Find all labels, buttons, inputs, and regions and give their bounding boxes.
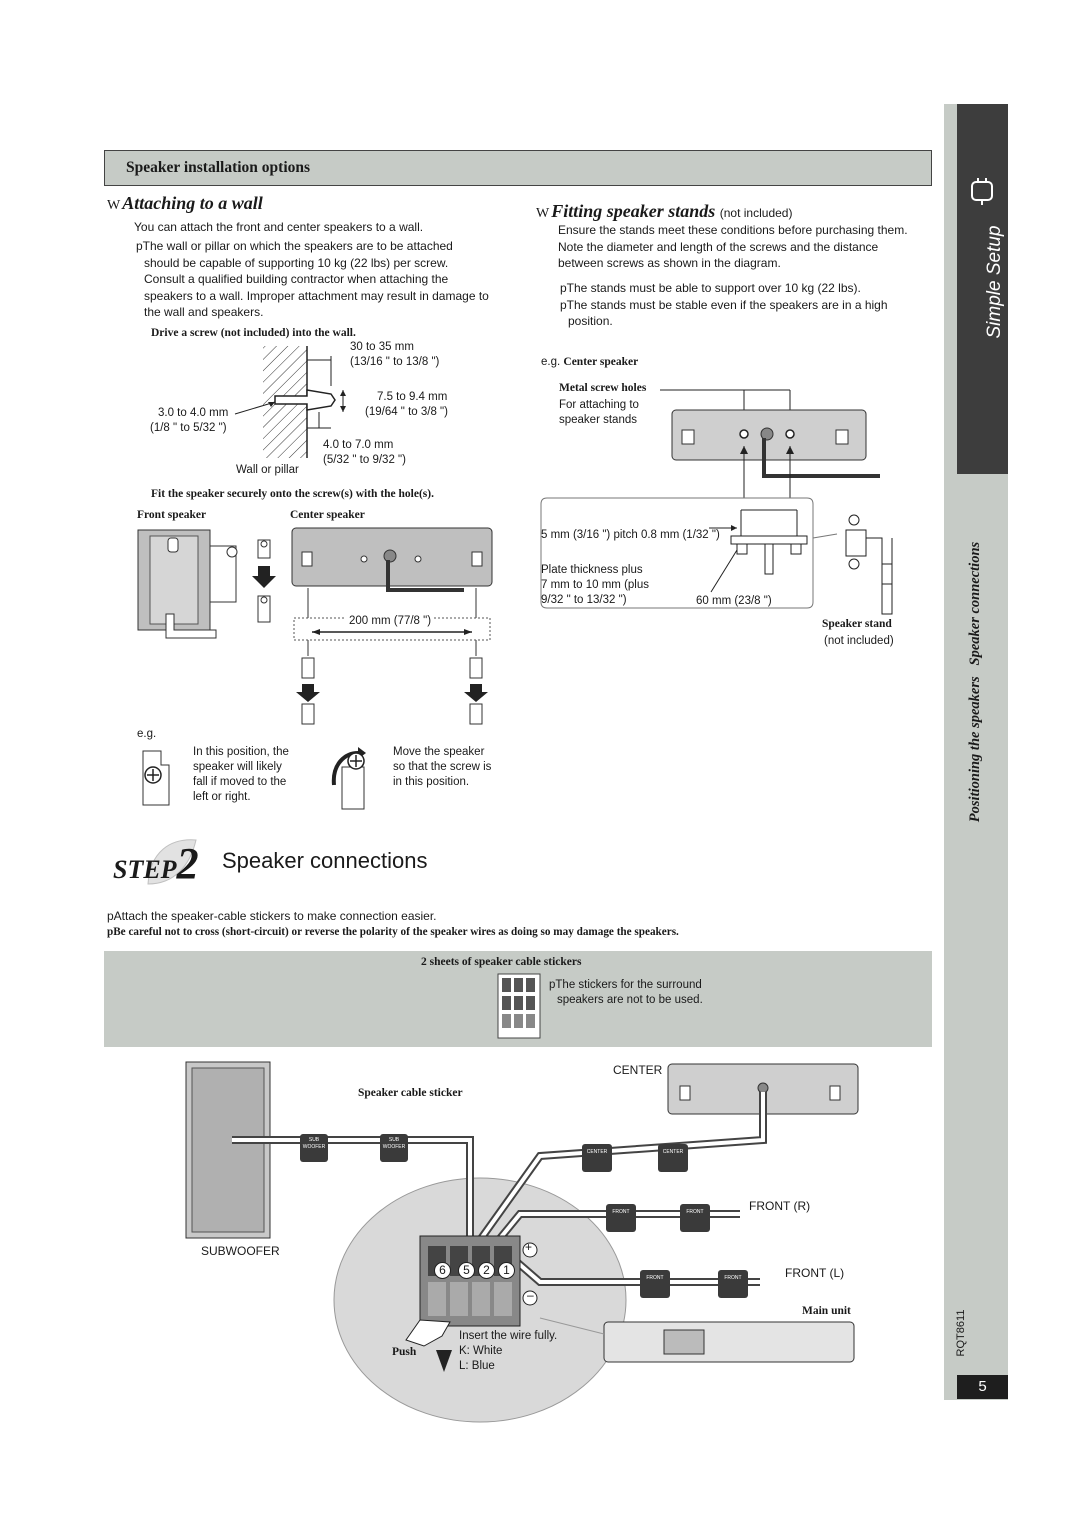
stand-center-speaker-diagram <box>660 389 880 498</box>
front-l-label: FRONT (L) <box>785 1266 845 1280</box>
terminal-number-5: 5 <box>458 1262 475 1279</box>
speaker-stand-label: Speaker stand <box>822 618 892 630</box>
sticker-center-1: CENTER <box>582 1144 612 1172</box>
push-label: Push <box>392 1346 417 1358</box>
step-leaf-icon <box>147 839 197 885</box>
speaker-cable-sticker-label: Speaker cable sticker <box>358 1087 463 1099</box>
terminal-number-2: 2 <box>478 1262 495 1279</box>
sticker-subwoofer-1: SUB WOOFER <box>300 1134 328 1162</box>
center-speaker-wall-diagram <box>291 527 493 725</box>
sticker-front-r-2: FRONT <box>680 1204 710 1232</box>
dim-5mm-pitch: 5 mm (3/16 ") pitch 0.8 mm (1/32 ") <box>541 529 720 541</box>
dim-40-70: 4.0 to 7.0 mm(5/32 " to 9/32 ") <box>323 439 406 466</box>
sticker-center-2: CENTER <box>658 1144 688 1172</box>
wall-eg-label: e.g. <box>137 728 157 740</box>
center-speaker-label: Center speaker <box>290 509 365 521</box>
sticker-front-l-2: FRONT <box>718 1270 748 1298</box>
terminal-number-6: 6 <box>434 1262 451 1279</box>
drive-screw-caption: Drive a screw (not included) into the wa… <box>151 327 356 339</box>
step-label: STEP2 <box>113 839 199 888</box>
correct-speaker-icon <box>331 747 366 810</box>
sidebar-positioning-label: Positioning the speakers <box>967 676 983 823</box>
sidebar-plug-icon <box>971 178 993 205</box>
subwoofer-label: SUBWOOFER <box>201 1244 280 1258</box>
terminal-number-1: 1 <box>498 1262 515 1279</box>
fit-speaker-caption: Fit the speaker securely onto the screw(… <box>151 488 434 500</box>
stands-bullets: pThe stands must be able to support over… <box>560 281 888 328</box>
sticker-subwoofer-2: SUB WOOFER <box>380 1134 408 1162</box>
step-title: Speaker connections <box>222 848 428 873</box>
speaker-stand-drawing <box>845 514 893 615</box>
stands-eg-center: e.g. Center speaker <box>541 356 639 368</box>
doc-code: RQT8611 <box>955 1309 967 1357</box>
sidebar-connections-label: Speaker connections <box>967 541 983 666</box>
options-header: Speaker installation options <box>104 150 932 186</box>
metal-screw-holes-label: Metal screw holes <box>559 382 647 394</box>
sidebar-section-label: Positioning the speakers Speaker connect… <box>960 537 990 827</box>
wall-intro: You can attach the front and center spea… <box>134 220 424 234</box>
stand-dimension-box <box>540 497 838 609</box>
sticker-sheets-icon <box>497 973 541 1039</box>
options-header-title: Speaker installation options <box>126 159 311 176</box>
sidebar-simple-setup-block <box>957 104 1008 474</box>
plus-terminal-sign: + <box>525 1240 533 1254</box>
connection-diagram <box>185 1061 859 1423</box>
wall-label: Wall or pillar <box>236 464 299 476</box>
front-speaker-diagram <box>137 529 276 639</box>
dim-30-40: 3.0 to 4.0 mm(1/8 " to 5/32 ") <box>150 407 229 434</box>
dim-200: 200 mm (77/8 ") <box>346 614 435 629</box>
stand-not-included: (not included) <box>824 635 894 647</box>
stands-intro: Ensure the stands meet these conditions … <box>558 223 908 270</box>
front-r-label: FRONT (R) <box>749 1199 811 1213</box>
main-unit-label: Main unit <box>802 1305 851 1317</box>
tilted-speaker-icon <box>142 750 170 806</box>
front-speaker-label: Front speaker <box>137 509 207 521</box>
wall-bullet: pThe wall or pillar on which the speaker… <box>136 239 489 319</box>
sticker-front-l-1: FRONT <box>640 1270 670 1298</box>
center-label: CENTER <box>613 1063 663 1077</box>
sidebar-simple-setup-label: Simple Setup <box>984 225 1005 339</box>
dim-75-94: 7.5 to 9.4 mm(19/64 " to 3/8 ") <box>365 391 448 418</box>
minus-terminal-sign: – <box>527 1288 534 1302</box>
dim-60: 60 mm (23/8 ") <box>696 595 772 607</box>
insert-wire-text: Insert the wire fully. K: White L: Blue <box>459 1330 558 1372</box>
stickers-caption: 2 sheets of speaker cable stickers <box>421 956 582 968</box>
page-number: 5 <box>957 1375 1008 1399</box>
sticker-front-r-1: FRONT <box>606 1204 636 1232</box>
step-note-stickers: pAttach the speaker-cable stickers to ma… <box>107 909 437 923</box>
step-note-warning: pBe careful not to cross (short-circuit)… <box>107 926 679 938</box>
dim-30-35: 30 to 35 mm(13/16 " to 13/8 ") <box>350 341 440 368</box>
wall-screw-diagram <box>234 346 346 458</box>
